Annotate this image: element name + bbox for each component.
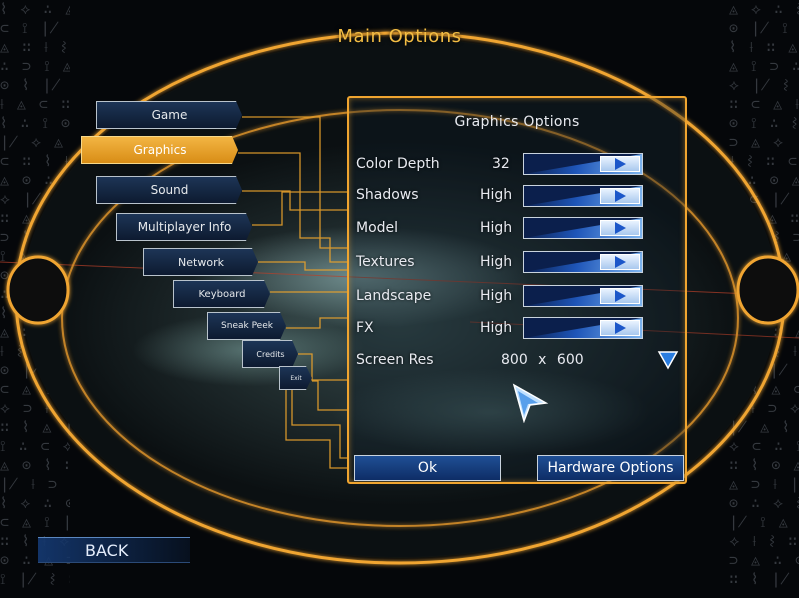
arrow-right-icon [614, 158, 626, 170]
option-label-model: Model [356, 220, 399, 236]
menu-tab-network[interactable]: Network [143, 248, 258, 276]
back-button[interactable]: BACK [38, 537, 190, 563]
option-label-textures: Textures [356, 254, 415, 270]
color-depth-slider[interactable] [523, 153, 643, 175]
menu-tab-game[interactable]: Game [96, 101, 242, 129]
shadows-slider[interactable] [523, 185, 643, 207]
option-value-landscape: High [480, 288, 513, 304]
option-label-fx: FX [356, 320, 374, 336]
panel-title: Graphics Options [454, 114, 580, 130]
slider-knob[interactable] [600, 288, 640, 304]
option-value-model: High [480, 220, 513, 236]
page-title: Main Options [337, 26, 462, 47]
slider-knob[interactable] [600, 320, 640, 336]
option-value-color-depth: 32 [492, 156, 510, 172]
menu-tab-credits[interactable]: Credits [242, 340, 298, 368]
landscape-slider[interactable] [523, 285, 643, 307]
arrow-right-icon [614, 222, 626, 234]
hardware-options-button[interactable]: Hardware Options [537, 455, 684, 481]
arrow-right-icon [614, 290, 626, 302]
option-value-textures: High [480, 254, 513, 270]
screen-res-value: 800 x 600 [501, 352, 584, 368]
ok-button[interactable]: Ok [354, 455, 501, 481]
right-knob [736, 255, 799, 325]
option-value-fx: High [480, 320, 513, 336]
dropdown-arrow-icon[interactable] [657, 350, 679, 370]
graphics-options-panel: Graphics Options Color Depth 32 Shadows … [347, 96, 687, 484]
model-slider[interactable] [523, 217, 643, 239]
option-label-color-depth: Color Depth [356, 156, 440, 172]
fx-slider[interactable] [523, 317, 643, 339]
mouse-cursor-icon [512, 383, 549, 423]
menu-tab-keyboard[interactable]: Keyboard [173, 280, 270, 308]
arrow-right-icon [614, 190, 626, 202]
screen-res-label: Screen Res [356, 352, 434, 368]
option-label-landscape: Landscape [356, 288, 432, 304]
textures-slider[interactable] [523, 251, 643, 273]
menu-tab-sneak-peek[interactable]: Sneak Peek [207, 312, 286, 340]
slider-knob[interactable] [600, 220, 640, 236]
slider-knob[interactable] [600, 188, 640, 204]
arrow-right-icon [614, 322, 626, 334]
left-knob [6, 255, 70, 325]
slider-knob[interactable] [600, 254, 640, 270]
menu-tab-exit[interactable]: Exit [279, 366, 312, 390]
menu-tab-graphics[interactable]: Graphics [81, 136, 238, 164]
arrow-right-icon [614, 256, 626, 268]
menu-tab-sound[interactable]: Sound [96, 176, 242, 204]
option-label-shadows: Shadows [356, 187, 419, 203]
slider-knob[interactable] [600, 156, 640, 172]
menu-tab-multiplayer-info[interactable]: Multiplayer Info [116, 213, 252, 241]
inner-ring [61, 109, 739, 527]
option-value-shadows: High [480, 187, 513, 203]
connector-lines [238, 116, 349, 469]
